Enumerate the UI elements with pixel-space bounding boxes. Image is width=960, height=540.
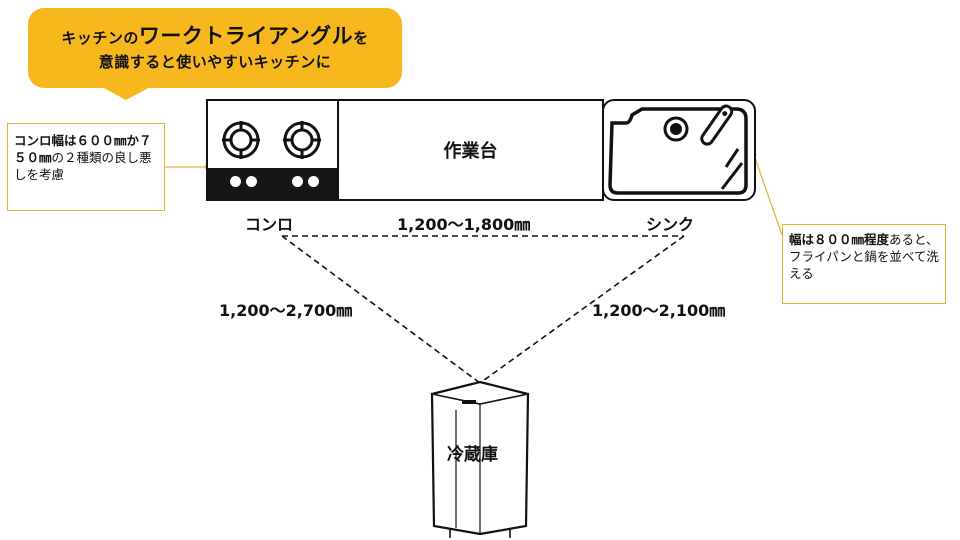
callout-right-leader (753, 154, 783, 236)
stove-label: コンロ (245, 215, 294, 234)
stove (206, 99, 339, 201)
callout-stove-bold: コンロ幅は６００㎜か７５０㎜ (14, 133, 152, 165)
knob-icon (246, 176, 257, 187)
callout-sink-bold: 幅は８００㎜程度 (789, 232, 890, 247)
banner-emphasis: ワークトライアングル (138, 24, 354, 48)
distance-stove-fridge: 1,200～2,700㎜ (219, 301, 353, 320)
fridge-label: 冷蔵庫 (447, 445, 498, 465)
sink-label: シンク (646, 215, 695, 234)
title-banner: キッチンのワークトライアングルを 意識すると使いやすいキッチンに (28, 8, 402, 88)
banner-text-post: を (353, 29, 369, 47)
callout-sink-text: あると、フライパンと鍋を並べて洗える (789, 232, 939, 281)
sink-basin-icon (608, 104, 748, 195)
line-stove-fridge (281, 235, 481, 384)
banner-line-1: キッチンのワークトライアングルを (28, 25, 402, 49)
line-sink-fridge (479, 235, 685, 384)
callout-stove-text: の２種類の良し悪しを考慮 (14, 150, 152, 182)
banner-tail (100, 86, 152, 100)
callout-stove-width: コンロ幅は６００㎜か７５０㎜の２種類の良し悪しを考慮 (7, 123, 165, 211)
burner-icon (283, 121, 321, 159)
stove-control-panel (208, 168, 337, 199)
callout-sink-width: 幅は８００㎜程度あると、フライパンと鍋を並べて洗える (782, 224, 946, 304)
banner-line-2: 意識すると使いやすいキッチンに (98, 53, 332, 71)
fridge-icon (430, 380, 530, 538)
counter-label: 作業台 (443, 141, 498, 162)
sink (602, 99, 756, 201)
knob-icon (308, 176, 319, 187)
distance-sink-fridge: 1,200～2,100㎜ (592, 301, 726, 320)
burner-icon (222, 121, 260, 159)
knob-icon (230, 176, 241, 187)
knob-icon (292, 176, 303, 187)
counter: 作業台 (337, 99, 604, 201)
distance-stove-sink: 1,200～1,800㎜ (397, 215, 531, 234)
banner-text-pre: キッチンの (61, 29, 139, 47)
